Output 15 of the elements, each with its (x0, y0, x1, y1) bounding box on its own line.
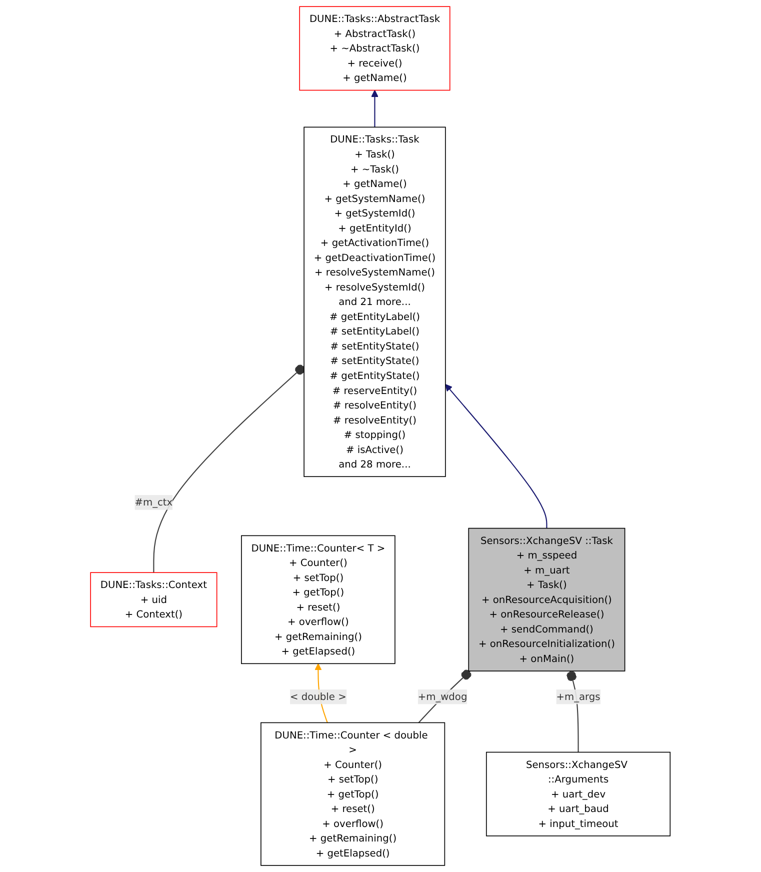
connector (418, 670, 472, 724)
node-box: Sensors::XchangeSV ::Arguments + uart_dev + uart_baud + input_timeout (486, 752, 671, 836)
arrow (445, 384, 548, 528)
connector (153, 364, 306, 573)
arrow (371, 90, 378, 128)
node-box: Sensors::XchangeSV ::Task + m_sspeed + m_uart + Task() + onResourceAcquisition() + onResourceRelease() + sendCommand() + onResourceInitialization() + onMain() (468, 528, 626, 672)
edge-label: < double > (290, 691, 346, 703)
edge-label: +m_wdog (418, 691, 468, 703)
node-box: DUNE::Time::Counter < double > + Counter() + setTop() + getTop() + reset() + overflow() + getRemaining() + getElapsed() (260, 722, 446, 866)
node-box: DUNE::Tasks::Task + Task() + ~Task() + getName() + getSystemName() + getSystemId() + getEntityId() + getActivationTime() + getDeactivationTime() + resolveSystemName() + resolveSystemId() and 21 more... # getEntityLabel() # setEntityLabel() # setEntityState() # setEntityState() # getEntityState() # reserveEntity() # resolveEntity() # resolveEntity() # stopping() # isActive() and 28 more... (304, 126, 446, 478)
edge-label: +m_args (556, 691, 600, 703)
edge-label: #m_ctx (134, 496, 173, 508)
node-box: DUNE::Tasks::Context + uid + Context() (90, 572, 218, 628)
node-box: DUNE::Time::Counter< T > + Counter() + setTop() + getTop() + reset() + overflow() + getRemaining() + getElapsed() (241, 535, 396, 664)
node-box: DUNE::Tasks::AbstractTask + AbstractTask() + ~AbstractTask() + receive() + getName() (299, 6, 450, 91)
